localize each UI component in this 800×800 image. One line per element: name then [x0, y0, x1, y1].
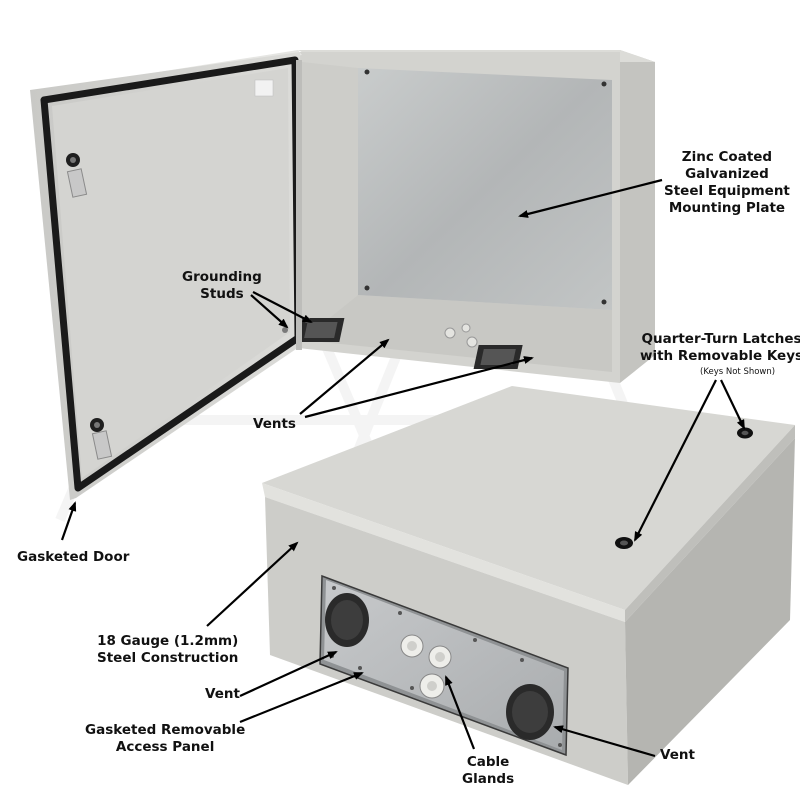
label-line: Glands [462, 771, 515, 787]
open-door [30, 50, 302, 500]
cable-gland [428, 645, 452, 669]
label-access-panel: Gasketed Removable Access Panel [85, 722, 245, 756]
label-line: Steel Equipment [664, 183, 790, 199]
label-line: Cable [466, 754, 510, 770]
door-latch [66, 153, 88, 198]
arrow-gasketed-door [60, 501, 77, 541]
cable-gland [400, 634, 424, 658]
arrow-latch-front [634, 379, 717, 542]
label-cable-glands: Cable Glands [462, 754, 514, 788]
label-line: with Removable Keys [640, 348, 800, 364]
arrow-vent-right [304, 356, 534, 419]
label-vent-right: Vent [660, 747, 695, 763]
label-line: Galvanized [685, 166, 769, 182]
label-line: 18 Gauge (1.2mm) [97, 633, 239, 649]
label-grounding-studs: Grounding Studs [182, 269, 262, 303]
label-line: Mounting Plate [668, 200, 786, 216]
door-latch [90, 418, 113, 460]
label-line: Zinc Coated [681, 149, 773, 165]
label-latches: Quarter-Turn Latches with Removable Keys [640, 331, 800, 365]
callout-arrows [60, 178, 745, 758]
lid-latch [737, 427, 753, 439]
label-latches-note: (Keys Not Shown) [700, 367, 776, 377]
open-enclosure [297, 50, 655, 383]
label-steel-construction: 18 Gauge (1.2mm) Steel Construction [97, 633, 238, 667]
arrow-grounding-stud-door [250, 294, 289, 329]
label-mounting-plate: Zinc Coated Galvanized Steel Equipment M… [664, 149, 790, 217]
label-line: Studs [200, 286, 244, 302]
arrow-access-panel [239, 671, 364, 724]
label-line: Access Panel [115, 739, 215, 755]
label-line: Steel Construction [97, 650, 239, 666]
label-vents: Vents [253, 416, 296, 432]
arrow-cable-glands [444, 675, 476, 750]
label-gasketed-door: Gasketed Door [17, 549, 130, 565]
label-line: Quarter-Turn Latches [641, 331, 800, 347]
arrow-latch-top [720, 379, 745, 430]
mounting-plate [358, 68, 612, 310]
closed-enclosure [262, 386, 795, 785]
label-line: Grounding [182, 269, 262, 285]
arrow-vent-left [299, 338, 390, 415]
lid-latch [615, 537, 633, 549]
arrow-steel-construction [206, 541, 299, 627]
arrow-mounting-plate [518, 178, 663, 218]
label-line: Gasketed Removable [85, 722, 246, 738]
cable-gland [419, 673, 445, 699]
arrow-vent-panel-right [553, 725, 656, 758]
arrow-vent-panel-left [239, 651, 338, 697]
arrow-grounding-stud-body [252, 291, 313, 323]
label-vent-left: Vent [205, 686, 240, 702]
